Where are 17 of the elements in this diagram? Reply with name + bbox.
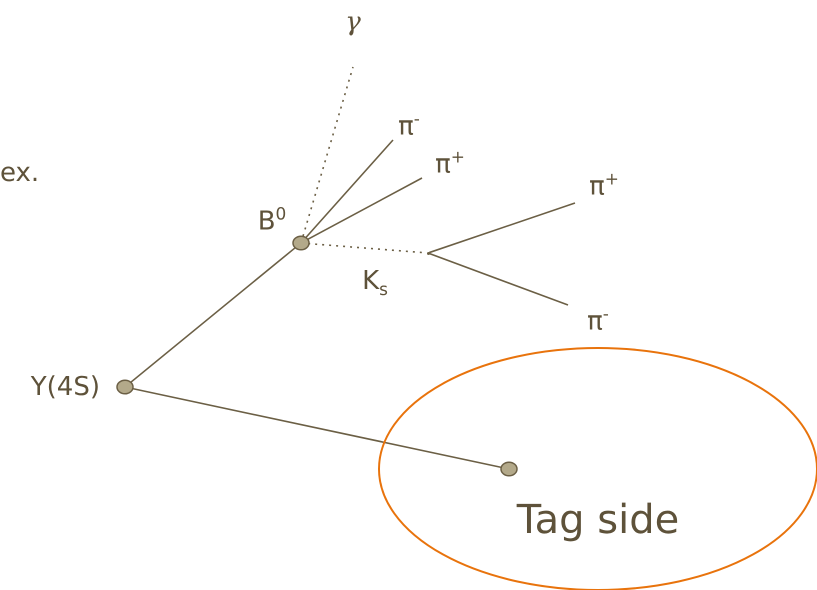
dotted-track	[302, 66, 354, 236]
particle-track	[306, 177, 422, 240]
note-text: ex.	[0, 160, 40, 186]
particle-label: π$^{-}$	[587, 306, 609, 334]
particle-label: K$_{s}$	[362, 268, 388, 298]
particle-track	[428, 252, 568, 306]
particle-track	[130, 246, 296, 384]
particle-label: Y(4S)	[30, 374, 100, 400]
particle-label: π$^{+}$	[589, 170, 619, 200]
particle-track	[429, 202, 576, 254]
region-label: Tag side	[516, 500, 680, 540]
particle-label: B$^{0}$	[258, 206, 286, 234]
particle-label: γ	[345, 9, 361, 35]
particle-track	[305, 139, 394, 238]
particle-label: π$^{+}$	[435, 148, 465, 178]
particle-track	[132, 388, 502, 468]
particle-label: π$^{-}$	[398, 110, 420, 140]
